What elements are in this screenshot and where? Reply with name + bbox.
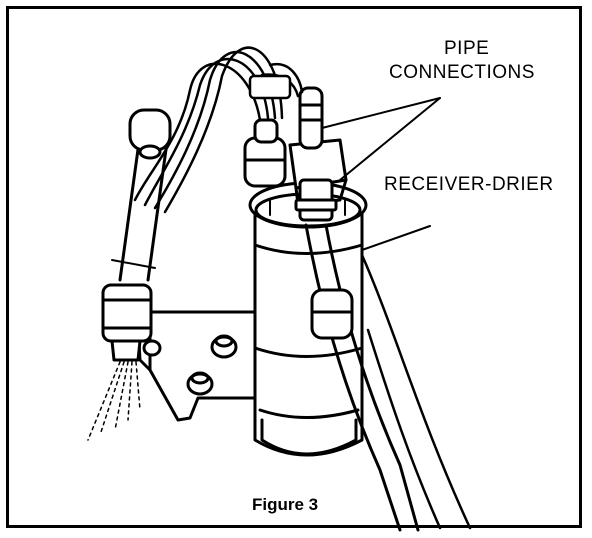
leader-lines	[321, 97, 441, 251]
left-connector	[243, 118, 287, 188]
refrigerant-spray	[87, 361, 141, 441]
background-hoses	[360, 253, 472, 530]
receiver-drier-label: RECEIVER-DRIER	[384, 174, 554, 195]
left-hose	[101, 108, 172, 362]
connections-label: CONNECTIONS	[389, 62, 535, 83]
mounting-bracket	[136, 310, 264, 422]
pipe-fitting-block	[288, 86, 348, 222]
descending-hose	[304, 223, 420, 532]
figure-caption: Figure 3	[252, 495, 319, 514]
pipe-label: PIPE	[444, 38, 490, 59]
